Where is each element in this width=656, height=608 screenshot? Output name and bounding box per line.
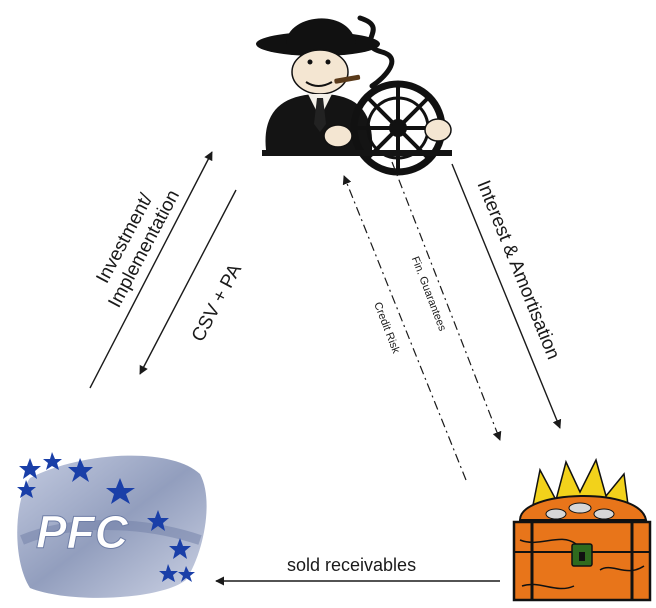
pfc-logo: PFC: [17, 452, 207, 598]
driver-clipart-icon: [256, 15, 452, 176]
arrow-fin-guarantees: [391, 161, 502, 441]
hand-right: [424, 118, 452, 142]
logo-stars: [17, 452, 195, 582]
treasure-chest-icon: [512, 457, 652, 602]
eye-left: [307, 59, 313, 65]
logo-text: PFC: [36, 506, 129, 558]
star-icon: [68, 458, 93, 482]
face: [291, 49, 349, 95]
star-icon: [106, 478, 135, 504]
star-icon: [178, 566, 195, 582]
cigar: [334, 74, 361, 84]
label-sold-receivables: sold receivables: [287, 555, 417, 575]
cigar-smoke: [357, 15, 395, 89]
hand-left: [323, 124, 353, 148]
eye-right: [325, 59, 331, 65]
star-icon: [169, 538, 191, 559]
star-icon: [19, 458, 41, 479]
hat-crown: [286, 18, 356, 44]
star-icon: [17, 480, 36, 498]
mouth: [305, 81, 333, 87]
arrow-credit-risk: [342, 175, 467, 481]
star-icon: [159, 564, 178, 582]
arrow-csv-pa: [139, 189, 237, 375]
tie: [314, 98, 326, 132]
star-icon: [43, 452, 62, 470]
arrow-investment: [89, 151, 213, 389]
arrow-interest: [451, 163, 562, 429]
star-icon: [147, 510, 169, 531]
